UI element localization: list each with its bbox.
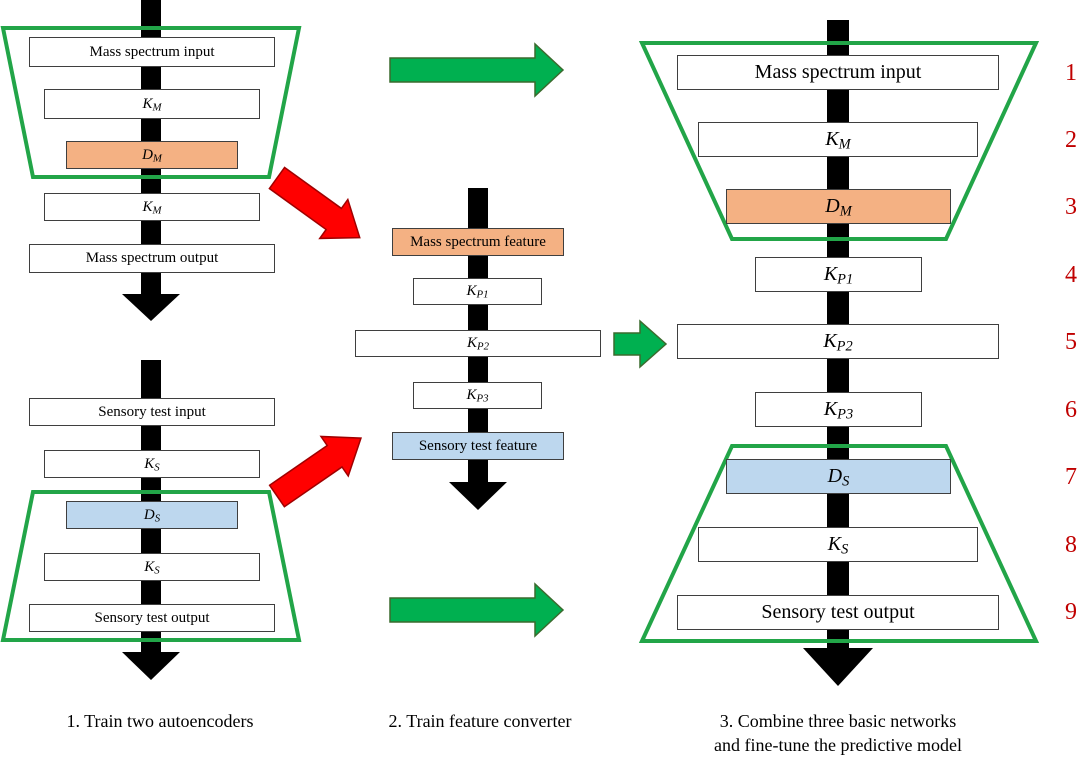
layer-symbol: KS xyxy=(144,558,160,577)
layer-symbol: KP2 xyxy=(466,335,489,353)
kp1-layer: KP1 xyxy=(413,278,542,305)
combined-layer-9: Sensory test output xyxy=(677,595,999,630)
mass-spectrum-feature-box: Mass spectrum feature xyxy=(392,228,564,256)
kp2-layer: KP2 xyxy=(355,330,601,357)
combined-layer-5: KP2 xyxy=(677,324,999,359)
flow-arrowhead xyxy=(122,294,180,321)
layer-number: 9 xyxy=(1065,599,1077,625)
red-arrow xyxy=(268,166,361,240)
flow-arrowhead xyxy=(122,652,180,680)
green-arrow xyxy=(613,319,668,369)
layer-symbol: KP1 xyxy=(823,263,854,288)
layer-symbol: DS xyxy=(827,465,850,490)
layer-label: Sensory test input xyxy=(98,403,206,420)
combined-layer-2: KM xyxy=(698,122,978,157)
km-encoder-layer: KM xyxy=(44,89,260,119)
layer-number: 3 xyxy=(1065,194,1077,220)
sensory-test-output-box: Sensory test output xyxy=(29,604,275,632)
flow-arrowhead xyxy=(449,482,507,510)
ks-decoder-layer: KS xyxy=(44,553,260,581)
layer-number: 5 xyxy=(1065,329,1077,355)
layer-number: 4 xyxy=(1065,262,1077,288)
green-arrow xyxy=(389,42,565,98)
ks-encoder-layer: KS xyxy=(44,450,260,478)
panel3-caption-line1: 3. Combine three basic networks xyxy=(719,711,957,731)
layer-symbol: KP3 xyxy=(823,398,854,423)
layer-symbol: KM xyxy=(825,128,851,153)
encoder-outline-mass xyxy=(0,26,302,179)
layer-label: Sensory test feature xyxy=(418,437,538,454)
panel1-caption: 1. Train two autoencoders xyxy=(66,711,254,731)
sensory-test-input-box: Sensory test input xyxy=(29,398,275,426)
combined-layer-6: KP3 xyxy=(755,392,922,427)
layer-symbol: DM xyxy=(825,195,852,220)
layer-number: 2 xyxy=(1065,127,1077,153)
kp3-layer: KP3 xyxy=(413,382,542,409)
combined-layer-7: DS xyxy=(726,459,951,494)
layer-label: Mass spectrum feature xyxy=(410,233,546,250)
combined-outline-bottom xyxy=(638,444,1040,643)
layer-symbol: KM xyxy=(142,95,162,114)
combined-layer-1: Mass spectrum input xyxy=(677,55,999,90)
combined-layer-8: KS xyxy=(698,527,978,562)
decoder-outline-sensory xyxy=(0,490,302,642)
layer-symbol: KP3 xyxy=(466,387,489,405)
panel3-caption-line2: and fine-tune the predictive model xyxy=(714,735,962,755)
layer-label: Mass spectrum input xyxy=(754,61,922,83)
layer-symbol: KS xyxy=(827,533,849,558)
combined-layer-4: KP1 xyxy=(755,257,922,292)
km-decoder-layer: KM xyxy=(44,193,260,221)
layer-symbol: DM xyxy=(142,146,162,165)
layer-number: 6 xyxy=(1065,397,1077,423)
sensory-test-feature-box: Sensory test feature xyxy=(392,432,564,460)
layer-number: 1 xyxy=(1065,60,1077,86)
red-arrow xyxy=(268,435,362,508)
layer-label: Mass spectrum input xyxy=(89,43,215,60)
flow-arrowhead xyxy=(803,648,873,686)
layer-symbol: KP2 xyxy=(823,330,853,355)
green-arrow xyxy=(389,582,565,638)
layer-symbol: KS xyxy=(144,455,160,474)
mass-spectrum-output-box: Mass spectrum output xyxy=(29,244,275,273)
layer-symbol: DS xyxy=(143,506,161,525)
layer-number: 8 xyxy=(1065,532,1077,558)
panel2-caption: 2. Train feature converter xyxy=(388,711,572,731)
network-outlines xyxy=(0,26,1040,643)
layer-label: Mass spectrum output xyxy=(85,250,219,266)
layer-symbol: KM xyxy=(142,198,162,217)
transfer-arrows xyxy=(268,42,668,638)
combined-layer-3: DM xyxy=(726,189,951,224)
layer-label: Sensory test output xyxy=(94,609,210,626)
mass-spectrum-input-box: Mass spectrum input xyxy=(29,37,275,67)
dm-bottleneck-layer: DM xyxy=(66,141,238,169)
layer-number: 7 xyxy=(1065,464,1077,490)
layer-symbol: KP1 xyxy=(466,283,489,301)
layer-label: Sensory test output xyxy=(761,601,915,623)
ds-bottleneck-layer: DS xyxy=(66,501,238,529)
combined-outline-top xyxy=(638,41,1040,241)
